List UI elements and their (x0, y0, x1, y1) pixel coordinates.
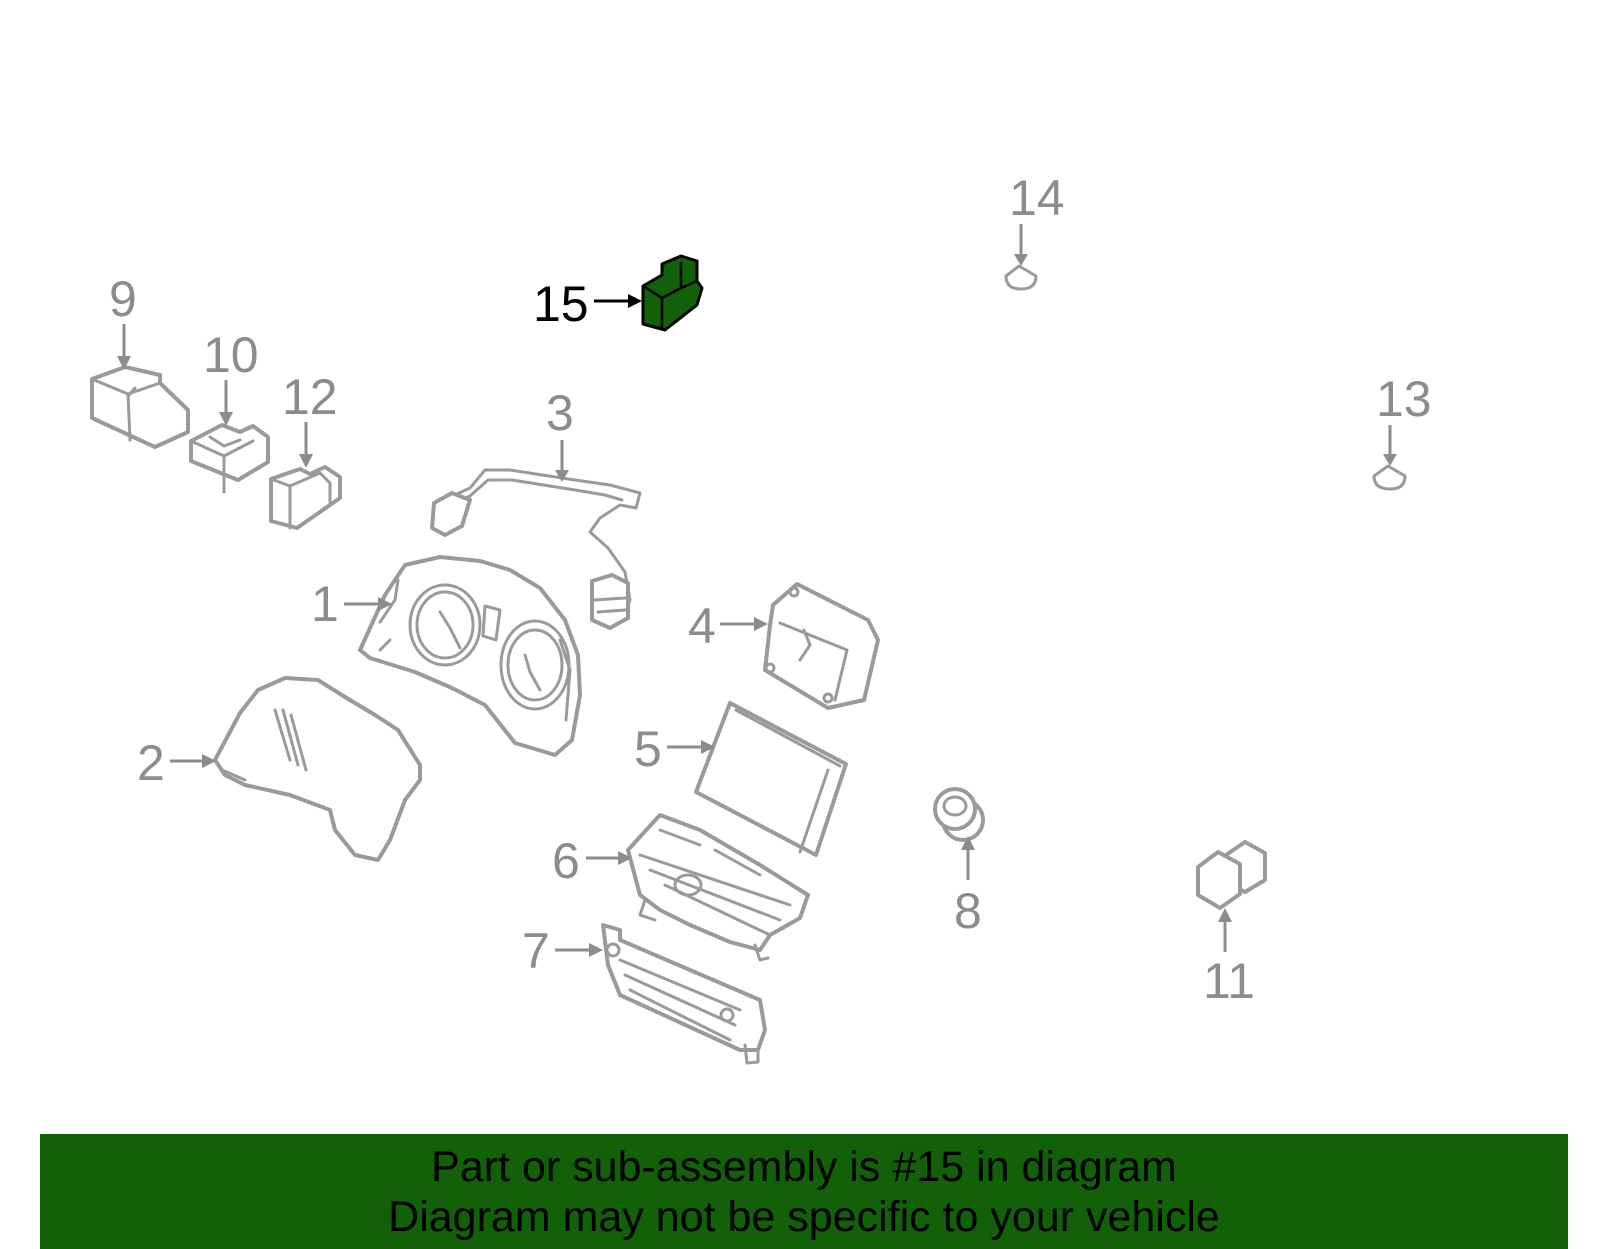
part-6[interactable] (626, 813, 810, 962)
footer-banner: Part or sub-assembly is #15 in diagram D… (40, 1134, 1568, 1249)
part-11[interactable] (1196, 840, 1267, 910)
svg-text:7: 7 (522, 923, 550, 979)
part-15[interactable] (641, 254, 704, 332)
callout-13: 13 (1376, 371, 1432, 466)
callout-4: 4 (688, 598, 768, 654)
part-8[interactable] (933, 787, 985, 842)
callout-1: 1 (311, 576, 392, 632)
svg-text:6: 6 (552, 833, 580, 889)
svg-text:4: 4 (688, 598, 716, 654)
footer-line-2: Diagram may not be specific to your vehi… (388, 1193, 1220, 1241)
callout-6: 6 (552, 833, 632, 889)
part-7[interactable] (601, 923, 767, 1065)
callout-5: 5 (634, 721, 715, 777)
svg-text:13: 13 (1376, 371, 1432, 427)
callout-11: 11 (1203, 908, 1255, 1009)
callout-8: 8 (954, 836, 982, 939)
part-12[interactable] (269, 465, 342, 530)
part-9[interactable] (90, 365, 190, 449)
callout-10: 10 (203, 327, 259, 426)
footer-line-1: Part or sub-assembly is #15 in diagram (431, 1143, 1177, 1191)
svg-text:11: 11 (1203, 953, 1255, 1009)
part-13[interactable] (1372, 464, 1407, 491)
callout-7: 7 (522, 923, 603, 979)
part-2[interactable] (213, 676, 422, 862)
part-5[interactable] (694, 701, 848, 857)
svg-text:1: 1 (311, 576, 339, 632)
svg-text:8: 8 (954, 883, 982, 939)
svg-text:12: 12 (282, 369, 338, 425)
part-3[interactable] (430, 468, 642, 630)
part-1[interactable] (358, 555, 582, 757)
callout-14: 14 (1009, 170, 1065, 266)
callout-2: 2 (137, 735, 216, 791)
part-14[interactable] (1004, 264, 1038, 291)
svg-text:10: 10 (203, 327, 259, 383)
callout-12: 12 (282, 369, 338, 468)
svg-text:15: 15 (533, 276, 589, 332)
callout-3: 3 (546, 385, 574, 482)
part-10[interactable] (189, 423, 270, 494)
svg-text:9: 9 (109, 271, 137, 327)
svg-text:2: 2 (137, 735, 165, 791)
callout-9: 9 (109, 271, 137, 370)
callout-15: 15 (533, 276, 642, 332)
part-4[interactable] (763, 582, 880, 710)
svg-text:3: 3 (546, 385, 574, 441)
svg-text:14: 14 (1009, 170, 1065, 226)
svg-text:5: 5 (634, 721, 662, 777)
